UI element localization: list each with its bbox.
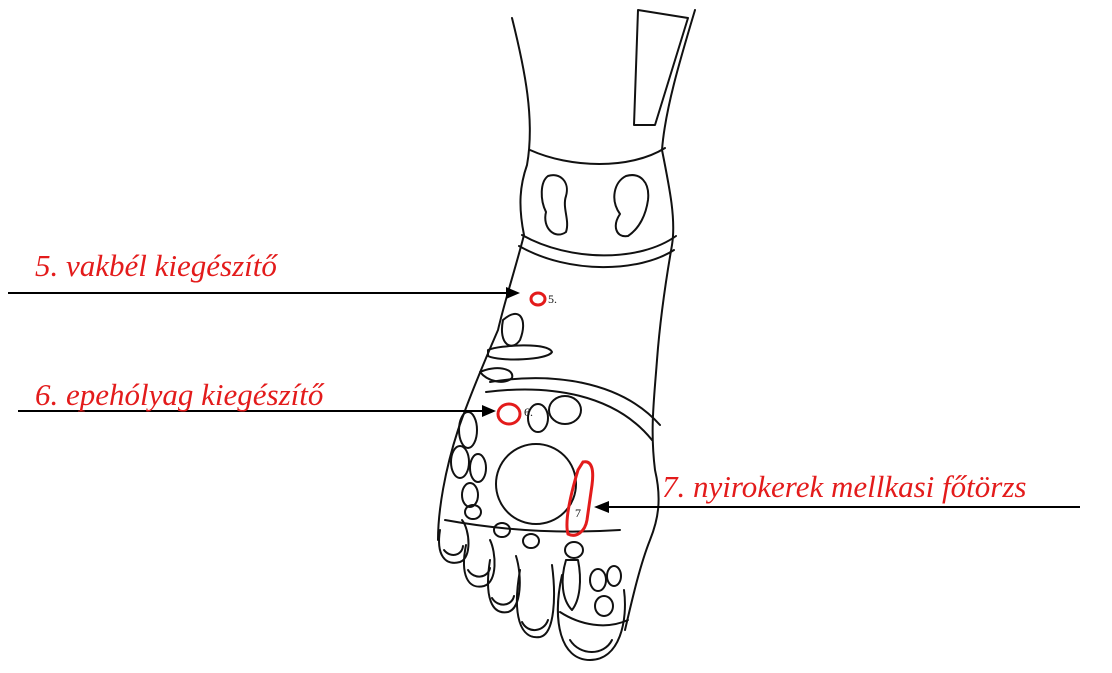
big-toe-pad-3 [595,596,613,616]
big-toe-stem [563,560,580,610]
marker-5: 5. [548,292,557,306]
shin-strip [634,10,688,125]
reflex-point-5 [531,293,545,305]
arrowhead-5 [506,287,520,299]
midfoot-band-upper [490,378,660,425]
toe-2-nail [468,568,490,577]
label-point-6: 6. epehólyag kiegészítő [35,379,323,410]
big-round-pad [496,444,576,524]
mid-pad [549,396,581,424]
lateral-ridge-1 [502,314,523,346]
toe-3-nail [492,596,514,605]
ankle-bone-right [614,175,648,236]
lateral-ridge-2 [488,345,552,359]
lateral-pad-4 [462,483,478,507]
marker-6: 6. [524,405,533,419]
toe-crease [560,612,628,625]
arrowhead-7 [594,501,609,513]
big-toe-pad-1 [590,569,606,591]
ankle-bone-left [542,175,567,234]
marker-7: 7 [575,506,581,520]
toe-4-nail [522,620,548,630]
big-toe-nail [570,640,612,652]
ankle-band-lower-1 [522,235,676,255]
toe-base-pad-2 [494,523,510,537]
label-point-7: 7. nyirokerek mellkasi főtörzs [662,471,1026,502]
reflex-point-6 [498,404,520,424]
big-toe-pad-2 [607,566,621,586]
forefoot-line [445,520,620,532]
toe-base-pad-3 [523,534,539,548]
label-point-5: 5. vakbél kiegészítő [35,250,277,281]
lateral-pad-1 [459,412,477,448]
reflex-point-7 [567,462,593,535]
ankle-band [530,148,665,164]
toe-base-pad-4 [565,542,583,558]
lateral-pad-3 [470,454,486,482]
lateral-pad-2 [451,446,469,478]
arrowhead-6 [482,405,496,417]
toe-4 [517,565,554,637]
toe-1-nail [444,546,463,555]
